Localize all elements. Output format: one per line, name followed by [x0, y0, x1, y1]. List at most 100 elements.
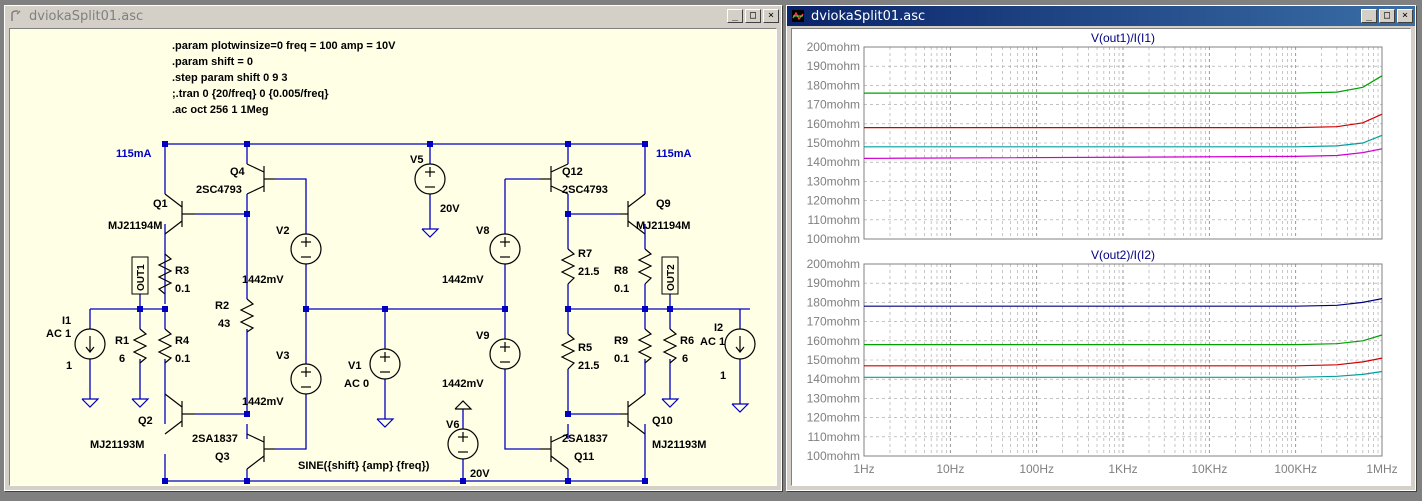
v1-label: V1	[348, 360, 361, 372]
y-tick-label: 170mohm	[807, 315, 860, 329]
spice-directives: .param plotwinsize=0 freq = 100 amp = 10…	[172, 40, 396, 116]
r2-label: R2	[215, 300, 229, 312]
component-labels: 115mA 115mA Q1 MJ21194M Q4 2SC4793 Q2 MJ…	[46, 148, 726, 480]
resistors	[132, 248, 678, 370]
q10-label: Q10	[652, 415, 673, 427]
r7-value: 21.5	[578, 266, 599, 278]
plot-pane-1: V(out1)/I(I1)200mohm190mohm180mohm170moh…	[807, 31, 1383, 246]
q3-model: 2SA1837	[192, 433, 238, 445]
y-tick-label: 140mohm	[807, 372, 860, 386]
resistor-r1	[132, 328, 148, 364]
resistor-r9	[637, 328, 653, 364]
i1-label: I1	[62, 315, 71, 327]
v8-value: 1442mV	[442, 274, 484, 286]
transistor-q2	[164, 393, 195, 435]
source-v3	[290, 363, 322, 395]
v9-value: 1442mV	[442, 378, 484, 390]
q2-model: MJ21193M	[90, 439, 144, 451]
v9-label: V9	[476, 330, 489, 342]
q10-model: MJ21193M	[652, 439, 706, 451]
r8-value: 0.1	[614, 283, 629, 295]
schematic-canvas[interactable]: .param plotwinsize=0 freq = 100 amp = 10…	[9, 28, 777, 486]
transistor-q1	[164, 193, 195, 235]
q3-label: Q3	[215, 451, 230, 463]
schematic-titlebar[interactable]: dviokaSplit01.asc _ □ ×	[5, 6, 781, 26]
i1-ac: AC 1	[46, 328, 71, 340]
r1-label: R1	[115, 335, 129, 347]
y-tick-label: 140mohm	[807, 155, 860, 169]
r2-value: 43	[218, 318, 230, 330]
q4-label: Q4	[230, 166, 246, 178]
x-tick-label: 100Hz	[1019, 462, 1054, 476]
i2-ac: AC 1	[700, 336, 725, 348]
source-v2	[290, 233, 322, 265]
i1-value: 1	[66, 360, 72, 372]
resistor-r5	[560, 333, 576, 370]
transistors	[164, 163, 646, 470]
close-button[interactable]: ×	[1397, 9, 1413, 23]
maximize-button[interactable]: □	[1379, 9, 1395, 23]
directive-4: ;.tran 0 {20/freq} 0 {0.005/freq}	[172, 88, 329, 100]
trace-1-2	[864, 113, 1383, 129]
q1-label: Q1	[153, 198, 168, 210]
minimize-button[interactable]: _	[1361, 9, 1377, 23]
maximize-button[interactable]: □	[745, 9, 761, 23]
r4-label: R4	[175, 335, 190, 347]
q12-model: 2SC4793	[562, 184, 608, 196]
grounds	[81, 228, 750, 428]
v3-label: V3	[276, 350, 289, 362]
x-tick-label: 100KHz	[1274, 462, 1317, 476]
y-tick-label: 200mohm	[807, 257, 860, 271]
q11-label: Q11	[574, 451, 594, 463]
sine-source-label: SINE({shift} {amp} {freq})	[298, 460, 430, 472]
plot-frame	[863, 46, 1383, 240]
junction-dots	[137, 141, 673, 484]
v6-value: 20V	[470, 468, 490, 480]
resistor-r6	[662, 328, 678, 364]
r6-value: 6	[682, 353, 688, 365]
r1-value: 6	[119, 353, 125, 365]
i2-value: 1	[720, 370, 726, 382]
minimize-button[interactable]: _	[727, 9, 743, 23]
y-tick-label: 130mohm	[807, 391, 860, 405]
wires	[89, 143, 750, 482]
r6-label: R6	[680, 335, 694, 347]
transistor-q11	[540, 433, 569, 470]
v5-label: V5	[410, 154, 423, 166]
x-tick-label: 10KHz	[1191, 462, 1227, 476]
q11-model: 2SA1837	[562, 433, 608, 445]
y-tick-label: 100mohm	[807, 232, 860, 246]
plot-frame	[863, 263, 1383, 457]
plot-title-2: V(out2)/I(I2)	[1091, 248, 1155, 262]
transistor-q10	[620, 393, 646, 435]
y-tick-label: 200mohm	[807, 40, 860, 54]
q1-model: MJ21194M	[108, 220, 162, 232]
v6-label: V6	[446, 419, 459, 431]
x-tick-label: 1MHz	[1366, 462, 1397, 476]
schematic-icon	[11, 10, 21, 21]
schematic-window: dviokaSplit01.asc _ □ × .param plotwinsi…	[4, 5, 782, 491]
close-button[interactable]: ×	[763, 9, 779, 23]
directive-2: .param shift = 0	[172, 56, 253, 68]
trace-2-2	[864, 334, 1383, 346]
v1-value: AC 0	[344, 378, 369, 390]
v8-label: V8	[476, 225, 489, 237]
net-labels: OUT1 OUT2	[131, 256, 679, 295]
y-tick-label: 160mohm	[807, 117, 860, 131]
source-v9	[489, 338, 521, 370]
v5-value: 20V	[440, 203, 460, 215]
out2-label: OUT2	[666, 264, 677, 291]
plot-drawing: V(out1)/I(I1)200mohm190mohm180mohm170moh…	[807, 31, 1398, 476]
x-tick-label: 1KHz	[1108, 462, 1137, 476]
schematic-title: dviokaSplit01.asc	[29, 8, 144, 24]
r7-label: R7	[578, 248, 592, 260]
x-tick-label: 10Hz	[936, 462, 964, 476]
trace-1-1	[864, 75, 1383, 94]
y-tick-label: 150mohm	[807, 353, 860, 367]
source-i1	[74, 328, 106, 360]
q12-label: Q12	[562, 166, 583, 178]
schematic-drawing: .param plotwinsize=0 freq = 100 amp = 10…	[46, 40, 756, 484]
x-tick-label: 1Hz	[853, 462, 874, 476]
plot-titlebar[interactable]: dviokaSplit01.asc _ □ ×	[787, 6, 1415, 26]
